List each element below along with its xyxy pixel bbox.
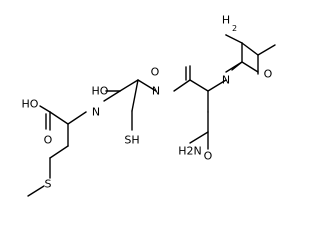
- nh-val-n: N: [222, 74, 230, 87]
- nh-gln-n: N: [152, 85, 160, 98]
- bond: [257, 44, 276, 56]
- bond: [119, 79, 139, 92]
- bond: [189, 131, 209, 144]
- bond: [173, 79, 191, 92]
- amide-nh2: H2N: [178, 145, 202, 158]
- bond: [27, 185, 45, 197]
- bond: [39, 105, 51, 113]
- bond: [49, 145, 69, 159]
- bond: [189, 79, 209, 92]
- backbone-bonds: [27, 34, 243, 197]
- bond: [241, 61, 259, 73]
- bond: [241, 42, 259, 56]
- gln-carbonyl-o: O: [151, 66, 160, 79]
- bond: [131, 79, 139, 112]
- bond: [67, 111, 87, 125]
- val-carbonyl-o: O: [264, 68, 273, 81]
- thiol-sh: SH: [124, 134, 139, 147]
- bond: [231, 61, 243, 71]
- amide-o: O: [204, 150, 213, 163]
- amine-subscript: 2: [232, 24, 237, 33]
- acid-oh: HO: [22, 98, 39, 111]
- acid-o: O: [44, 134, 53, 147]
- nh-cys-n: N: [92, 106, 100, 119]
- amine-h: H: [222, 14, 230, 27]
- bond: [225, 34, 243, 44]
- thioether-s: S: [45, 178, 52, 191]
- bond: [49, 111, 69, 125]
- bond: [103, 90, 121, 102]
- bond: [207, 79, 227, 92]
- structure-diagram: H 2 N O N H O N H HO N H HO O SH H2N O S: [22, 14, 276, 197]
- cys-carbonyl-o: HO: [92, 85, 109, 98]
- atom-labels: H 2 N O N H O N H HO N H HO O SH H2N O S: [22, 14, 273, 191]
- bond: [137, 79, 157, 92]
